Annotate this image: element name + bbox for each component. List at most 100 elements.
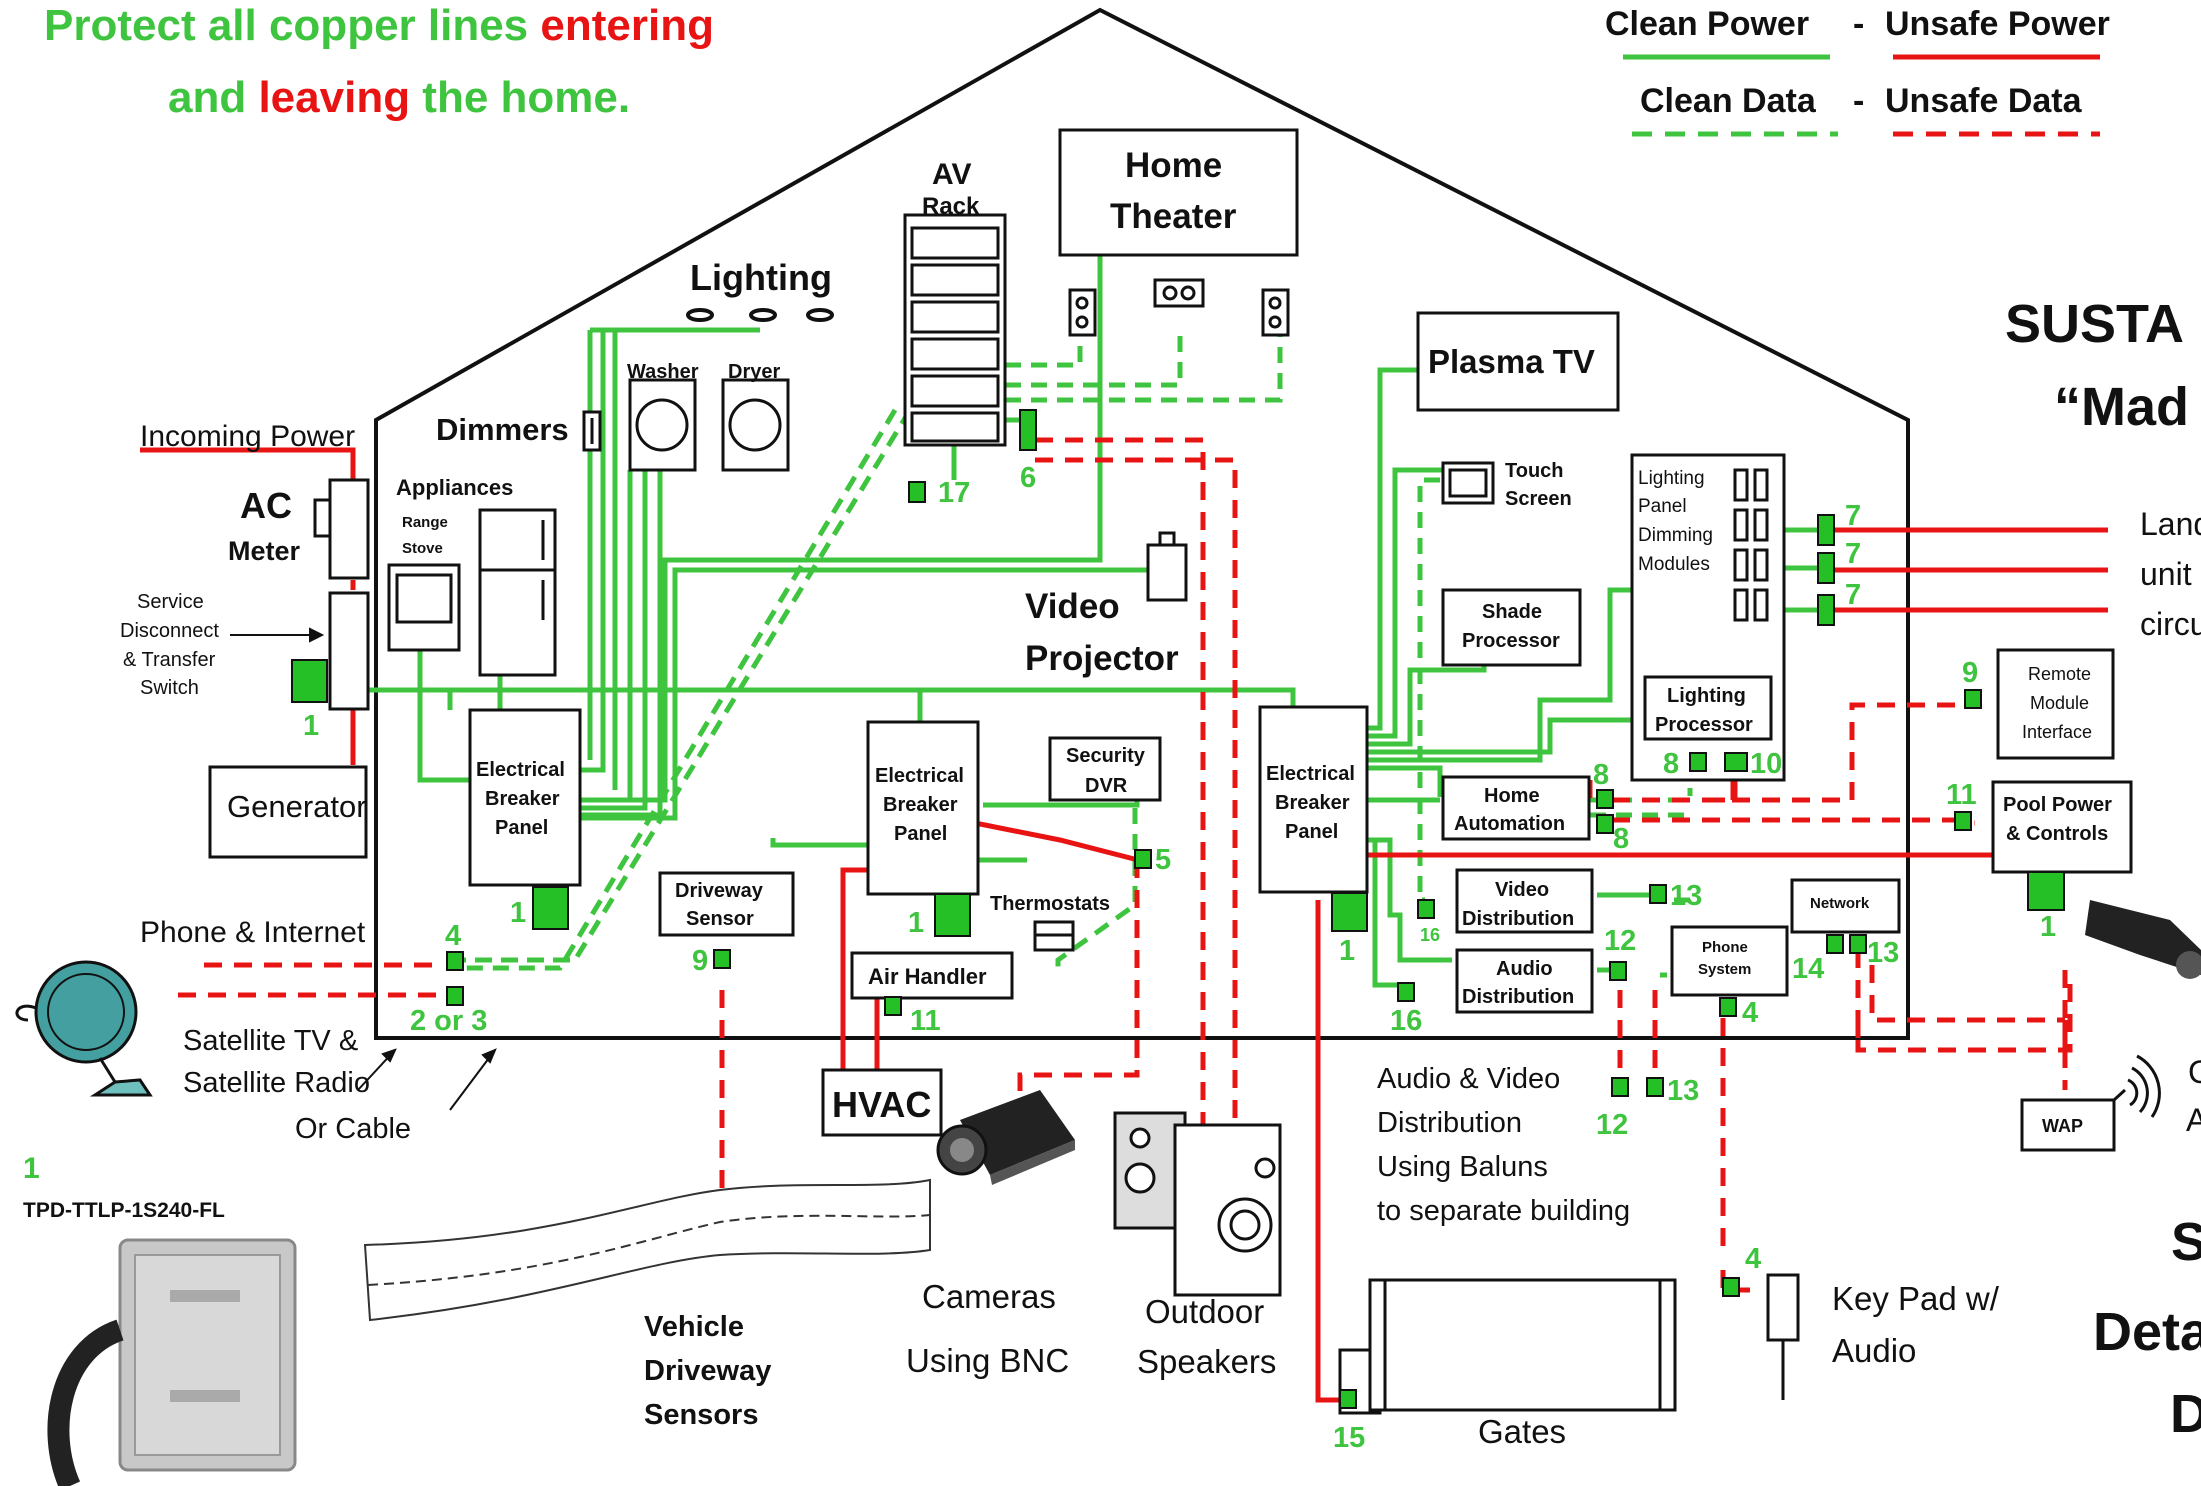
security-dvr-box [1048,736,1162,802]
svg-text:DVR: DVR [1085,775,1128,797]
legend-clean-data: Clean Data [1640,82,1817,120]
svg-text:Home: Home [1484,785,1540,807]
svg-text:7: 7 [1845,500,1861,532]
protector-9 [1964,689,1982,709]
svg-text:1: 1 [303,710,319,742]
svg-text:Distribution: Distribution [1462,908,1574,930]
svg-text:HVAC: HVAC [832,1084,931,1125]
hvac-box [821,1068,943,1137]
svg-text:Washer: Washer [627,361,699,383]
svg-text:6: 6 [1020,462,1036,494]
protector-15 [1339,1389,1357,1409]
svg-text:Remote: Remote [2028,664,2091,684]
protector-13b [1849,934,1867,954]
svg-text:Breaker: Breaker [1275,792,1350,814]
svg-text:A: A [2186,1102,2201,1138]
svg-text:12: 12 [1604,925,1636,957]
svg-text:9: 9 [692,945,708,977]
svg-text:Thermostats: Thermostats [990,893,1110,915]
protector-1-left-panel [532,886,569,930]
svg-text:11: 11 [1946,779,1977,811]
protector-4-phone [1719,997,1737,1017]
svg-text:Outdoor: Outdoor [1145,1293,1264,1330]
surge-protector-photo [47,1238,297,1486]
phone-internet-label: Phone & Internet [140,916,366,949]
svg-text:& Controls: & Controls [2006,823,2108,845]
svg-text:Panel: Panel [1638,496,1687,517]
protector-16a [1417,899,1435,919]
video-projector-icon [1146,543,1188,602]
satellite-dish-icon [15,960,153,1097]
legend-unsafe-power: Unsafe Power [1885,5,2110,43]
svg-text:Breaker: Breaker [883,794,958,816]
ac-label: AC [240,485,292,526]
svg-text:Automation: Automation [1454,813,1565,835]
driveway-road-icon [363,1178,931,1322]
network-box [1790,878,1901,934]
svg-text:Interface: Interface [2022,722,2092,742]
title-fragment: Deta [2093,1302,2201,1362]
svg-text:1: 1 [2040,911,2056,943]
legend-dash: - [1853,5,1864,43]
generator-box [208,765,368,859]
protector-13a [1649,884,1667,904]
home-theater-box [1058,128,1299,257]
svg-text:Gates: Gates [1478,1413,1566,1450]
svg-text:Dimmers: Dimmers [436,412,569,447]
svg-text:Plasma TV: Plasma TV [1428,343,1595,380]
headline: Protect all copper lines entering and le… [44,1,714,122]
protector-7b [1817,552,1835,584]
svg-text:Shade: Shade [1482,601,1542,623]
video-distribution-box [1455,868,1594,934]
wap-box [2020,1098,2116,1152]
svg-text:Driveway: Driveway [675,880,764,902]
right-cut-text: Land unit circu C A [2140,506,2201,1138]
svg-text:& Transfer: & Transfer [123,649,216,671]
svg-text:10: 10 [1750,748,1782,780]
protector-4-keypad [1722,1277,1740,1297]
svg-text:and leaving the home.: and leaving the home. [168,73,630,122]
svg-text:14: 14 [1792,953,1824,985]
protector-4 [446,951,464,971]
headline-part: entering [540,1,714,50]
house-outline [374,7,1910,1040]
svg-text:Lighting: Lighting [1638,468,1705,489]
protector-9-driveway [713,949,731,969]
unsafe-data-lines [178,437,2073,1293]
svg-text:AV: AV [932,158,971,191]
protector-13c [1646,1077,1664,1097]
svg-text:1: 1 [908,907,924,939]
svg-text:Cameras: Cameras [922,1278,1056,1315]
svg-text:Panel: Panel [495,817,548,839]
svg-text:Processor: Processor [1655,714,1753,736]
svg-text:Home: Home [1125,146,1222,185]
svg-text:Phone: Phone [1702,939,1748,956]
svg-text:Dryer: Dryer [728,361,780,383]
svg-text:Audio & Video: Audio & Video [1377,1063,1560,1095]
ac-meter-tab [313,498,332,538]
protector-2or3 [446,986,464,1006]
svg-text:16: 16 [1420,925,1440,945]
protector-1-pool [2027,871,2065,911]
right-title: SUSTA “Mad S Deta D [2005,294,2201,1444]
svg-text:Satellite Radio: Satellite Radio [183,1067,370,1099]
svg-text:9: 9 [1962,657,1978,689]
lighting-bulbs-icon [686,308,834,322]
svg-text:Rack: Rack [922,193,980,220]
svg-text:WAP: WAP [2042,1116,2083,1136]
svg-text:Security: Security [1066,745,1146,767]
svg-text:4: 4 [445,920,461,952]
protector-1-right-panel [1331,892,1368,932]
svg-text:Air Handler: Air Handler [868,964,987,989]
title-fragment: “Mad [2054,377,2189,437]
protector-6 [1019,409,1037,451]
svg-text:Touch: Touch [1505,460,1564,482]
svg-text:System: System [1698,961,1751,978]
title-fragment: SUSTA [2005,294,2184,354]
svg-text:Module: Module [2030,693,2089,713]
protector-14 [1826,934,1844,954]
protector-8a [1596,789,1614,809]
svg-text:Vehicle: Vehicle [644,1311,744,1343]
speaker-icon [1113,1111,1282,1297]
